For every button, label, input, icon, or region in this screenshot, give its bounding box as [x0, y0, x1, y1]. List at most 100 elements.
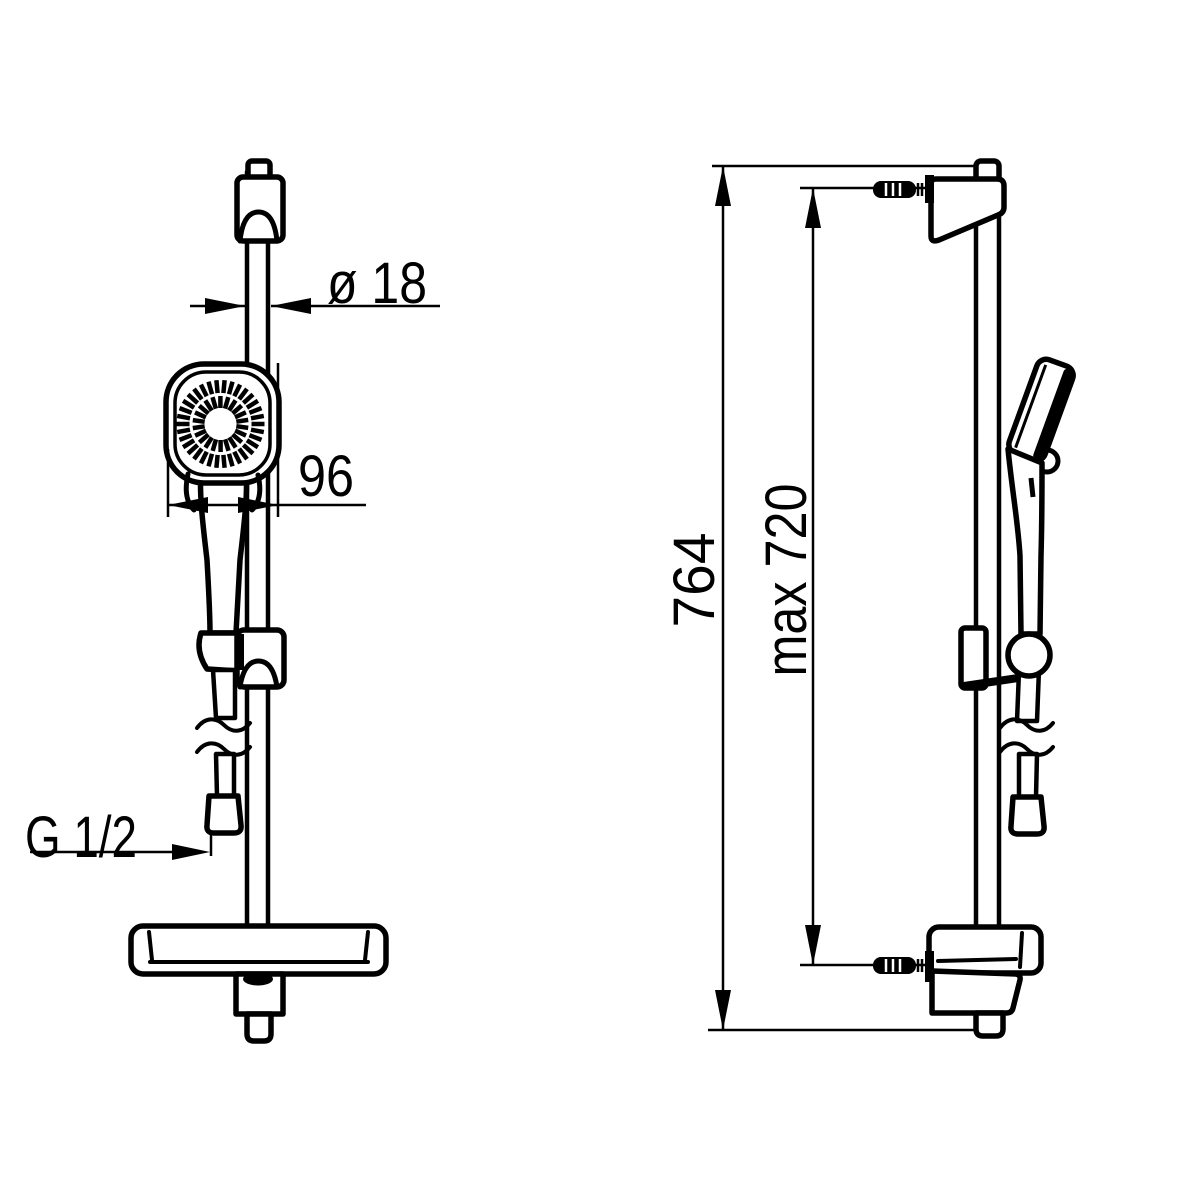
- arrowhead-down: [805, 925, 821, 965]
- spray-nozzle-dash: [214, 379, 220, 394]
- arrowhead-left: [271, 298, 311, 314]
- spray-nozzle-dash: [186, 392, 200, 405]
- spray-nozzle-dash: [203, 436, 214, 449]
- arrowhead-up: [715, 166, 731, 206]
- arrowhead-up: [805, 188, 821, 228]
- hose-end-fitting-side: [1008, 794, 1047, 837]
- rail-end-socket: [243, 972, 273, 986]
- spray-nozzle-dash: [186, 443, 200, 456]
- shower-handle-side: [1005, 446, 1045, 637]
- hose-break-wave-2-front: [195, 741, 252, 757]
- spray-nozzle-dash: [227, 436, 238, 449]
- spray-face-edge: [1033, 368, 1073, 460]
- spray-nozzle-dash: [248, 433, 263, 442]
- shower-hose-upper-front: [210, 667, 238, 721]
- hose-break-wave-1-side: [998, 717, 1055, 733]
- screw-anchor-plate: [925, 951, 934, 982]
- front-view: ø 18 96 G 1/2: [25, 158, 440, 1044]
- soap-dish-inner-right-side: [1018, 931, 1024, 969]
- hose-break-wave-1-front: [195, 717, 252, 733]
- head-inner-ring: [173, 370, 272, 477]
- spray-nozzle-dash: [237, 447, 249, 461]
- shower-rail-side: [973, 177, 1002, 935]
- spray-nozzle-dash: [234, 410, 247, 420]
- arrowhead-right: [205, 298, 245, 314]
- screw-thread-body: [873, 957, 916, 974]
- dimension-head-width: 96: [166, 363, 366, 517]
- handle-detail-line: [1028, 477, 1036, 498]
- spray-nozzle-dash: [192, 417, 206, 425]
- soap-dish-inner-right: [363, 930, 370, 962]
- spray-nozzle-dash: [250, 427, 265, 435]
- mounting-screw-bottom: [873, 951, 934, 982]
- spray-nozzle-dash: [214, 454, 220, 469]
- arrowhead-down: [715, 990, 731, 1030]
- bracket-foot-front: [244, 1011, 274, 1044]
- bracket-collar-front: [237, 209, 280, 244]
- spray-nozzle-dash: [178, 433, 193, 442]
- spray-nozzle-dash: [210, 438, 219, 452]
- spray-nozzle-dash: [241, 443, 255, 456]
- soap-dish-front: [128, 923, 389, 977]
- spray-nozzle-dash: [232, 383, 243, 398]
- spray-nozzle-dash: [194, 428, 207, 438]
- shower-hose-lower-front: [213, 751, 237, 799]
- spray-nozzle-dash: [234, 428, 247, 438]
- screw-anchor-plate: [925, 175, 934, 203]
- spray-nozzle-dash: [232, 450, 243, 465]
- soap-dish-inner-left: [147, 930, 154, 962]
- spray-nozzle-dash: [222, 438, 231, 452]
- spray-nozzle-dash: [227, 399, 238, 412]
- shower-hose-lower-side: [1016, 751, 1040, 800]
- hose-end-fitting-front: [204, 793, 244, 836]
- spray-nozzle-dash: [250, 413, 265, 421]
- spray-nozzle-dash: [192, 387, 204, 401]
- spray-nozzle-dash: [194, 410, 207, 420]
- holder-ball-joint: [1005, 631, 1053, 679]
- spray-nozzle-dash: [245, 398, 260, 410]
- bracket-foot-side: [973, 1010, 1006, 1039]
- spray-nozzle-dash: [192, 424, 206, 431]
- spray-nozzle-dash: [198, 383, 209, 398]
- hose-connection-label: G 1/2: [25, 805, 137, 870]
- spray-nozzle-dash: [181, 398, 196, 410]
- spray-nozzle-dash: [222, 396, 231, 410]
- head-width-label: 96: [298, 444, 354, 509]
- spray-nozzle-dash: [181, 438, 196, 450]
- slider-collar-front: [237, 658, 280, 690]
- spray-nozzle-dash: [176, 427, 191, 435]
- slider-travel-label: max 720: [754, 484, 819, 677]
- shower-rail-front: [244, 169, 271, 937]
- holder-arm-side: [960, 674, 1022, 690]
- spray-nozzle-dash: [221, 379, 227, 394]
- dimension-slider-travel: max 720: [754, 188, 821, 965]
- spray-nozzle-dash: [197, 432, 210, 445]
- dimension-rail-diameter: ø 18: [190, 251, 440, 316]
- spray-face-pattern: [176, 379, 265, 469]
- hand-shower-head-side: [1006, 356, 1076, 464]
- shower-handle-front: [197, 465, 250, 636]
- callout-hose-connection: G 1/2: [25, 805, 213, 870]
- spray-nozzle-dash: [226, 381, 235, 395]
- side-view: 764 max 720: [662, 158, 1076, 1039]
- spray-nozzle-dash: [210, 396, 219, 410]
- spray-nozzle-dash: [235, 417, 249, 424]
- spray-nozzle-dash: [176, 413, 191, 421]
- head-panel-line: [1014, 364, 1048, 449]
- spray-nozzle-dash: [178, 406, 193, 415]
- arrowhead-right: [238, 497, 278, 513]
- spray-nozzle-dash: [245, 438, 260, 450]
- soap-dish-inner-bottom-side: [936, 957, 1018, 963]
- arrowhead-left: [168, 497, 208, 513]
- spray-nozzle-dash: [235, 423, 249, 431]
- spray-nozzle-dash: [206, 453, 215, 467]
- spray-nozzle-dash: [198, 450, 209, 465]
- spray-nozzle-dash: [221, 454, 227, 469]
- arrowhead-right: [172, 844, 210, 860]
- spray-nozzle-dash: [241, 392, 255, 405]
- spray-nozzle-dash: [231, 403, 244, 416]
- spray-nozzle-dash: [231, 432, 244, 444]
- spray-nozzle-dash: [226, 453, 235, 467]
- wall-bracket-bottom-side: [929, 968, 1023, 1016]
